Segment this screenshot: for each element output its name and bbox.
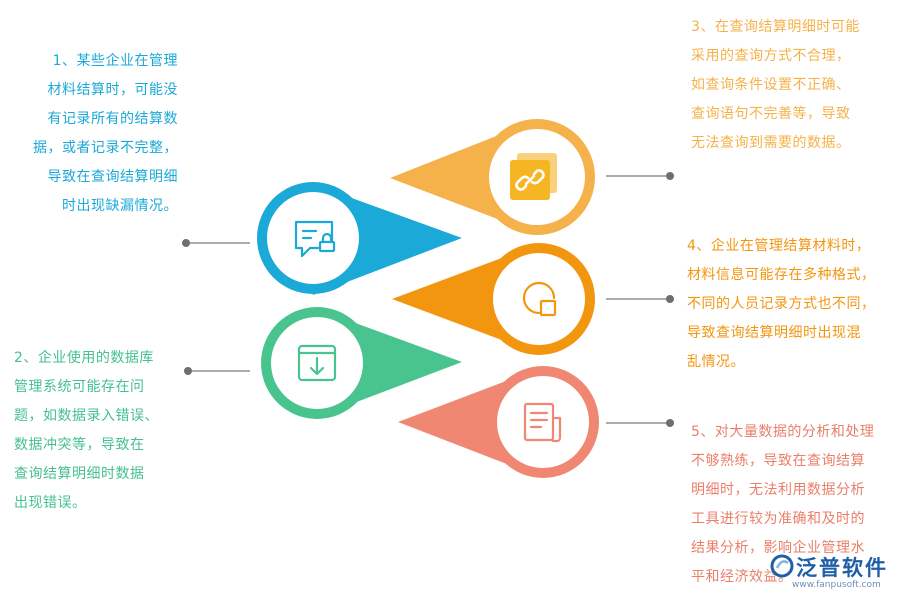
item-4-text: 4、企业在管理结算材料时， 材料信息可能存在多种格式， 不同的人员记录方式也不同… [687,238,876,370]
item-1-text: 1、某些企业在管理 材料结算时，可能没 有记录所有的结算数 据，或者记录不完整，… [33,53,178,214]
item-4-shape [392,243,595,355]
connector-4-dot [666,295,674,303]
download-box-icon [297,344,337,382]
logo-url: www.fanpusoft.com [792,580,881,590]
document-icon [523,402,562,443]
item-3-shape [390,119,595,235]
chart-pie-icon [522,281,557,317]
item-1-shape [257,182,462,295]
connector-lines [182,172,674,427]
logo-name: 泛普软件 [796,556,888,580]
connector-2-dot [184,367,192,375]
connector-5-dot [666,419,674,427]
logo-mark-icon [770,554,794,578]
chat-lock-icon [294,220,336,258]
link-icon [510,153,557,200]
item-2-shape [261,307,462,419]
brand-logo: 泛普软件 www.fanpusoft.com [770,552,895,596]
item-5-text: 5、对大量数据的分析和处理 不够熟练，导致在查询结算 明细时，无法利用数据分析 … [691,424,875,585]
item-2-text: 2、企业使用的数据库 管理系统可能存在问 题，如数据录入错误、 数据冲突等，导致… [14,350,159,511]
connector-1-dot [182,239,190,247]
connector-3-dot [666,172,674,180]
item-3-text: 3、在查询结算明细时可能 采用的查询方式不合理， 如查询条件设置不正确、 查询语… [691,19,860,151]
item-5-shape [398,366,599,478]
